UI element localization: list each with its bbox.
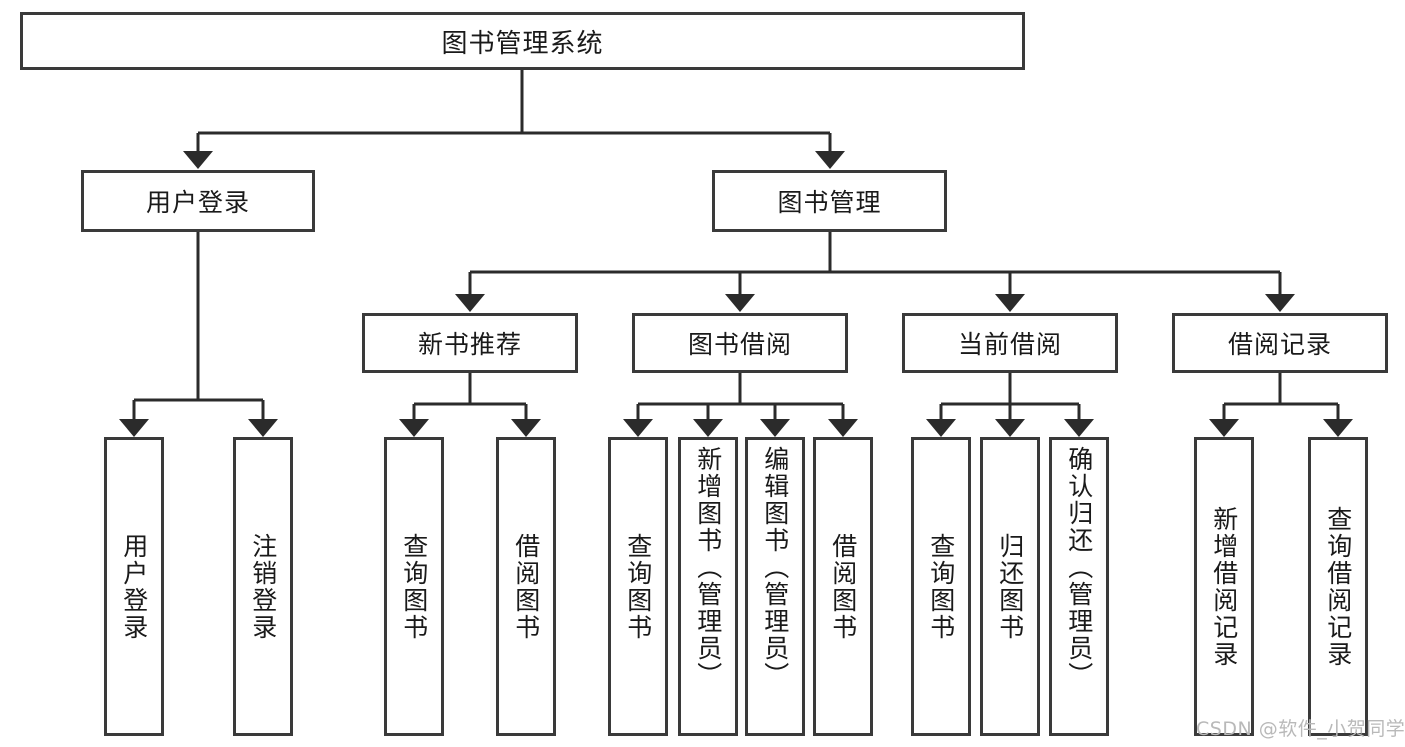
node-root-system[interactable]: 图书管理系统: [20, 12, 1025, 70]
node-label: 当前借阅: [957, 330, 1062, 359]
node-label: 借阅记录: [1227, 330, 1332, 359]
node-label: 图书借阅: [687, 330, 792, 359]
leaf-query-book-recommend[interactable]: 查询图书: [384, 437, 444, 736]
node-label: 用户登录: [119, 532, 149, 641]
node-label: 注销登录: [248, 532, 278, 641]
node-label: 用户登录: [145, 188, 250, 217]
node-new-book-recommend[interactable]: 新书推荐: [362, 313, 578, 373]
leaf-query-book-borrow[interactable]: 查询图书: [608, 437, 668, 736]
node-label: 查询图书: [926, 532, 956, 641]
csdn-watermark: CSDN @软件_小贺同学: [1196, 718, 1405, 740]
node-label: 借阅图书: [828, 532, 858, 641]
leaf-return-book[interactable]: 归还图书: [980, 437, 1040, 736]
node-label: 图书管理系统: [441, 28, 604, 59]
leaf-query-book-current[interactable]: 查询图书: [911, 437, 971, 736]
leaf-edit-book-admin[interactable]: 编辑图书（管理员）: [745, 437, 805, 736]
leaf-borrow-book[interactable]: 借阅图书: [813, 437, 873, 736]
node-label: 查询图书: [399, 532, 429, 641]
node-book-management[interactable]: 图书管理: [712, 170, 947, 232]
node-label: 查询图书: [623, 532, 653, 641]
leaf-add-borrow-record[interactable]: 新增借阅记录: [1194, 437, 1254, 736]
node-label: 编辑图书（管理员）: [760, 446, 790, 689]
leaf-borrow-book-recommend[interactable]: 借阅图书: [496, 437, 556, 736]
leaf-user-login[interactable]: 用户登录: [104, 437, 164, 736]
node-label: 新增借阅记录: [1209, 505, 1239, 668]
node-label: 确认归还（管理员）: [1064, 446, 1094, 689]
leaf-query-borrow-record[interactable]: 查询借阅记录: [1308, 437, 1368, 736]
leaf-confirm-return-admin[interactable]: 确认归还（管理员）: [1049, 437, 1109, 736]
node-borrow-record[interactable]: 借阅记录: [1172, 313, 1388, 373]
node-book-borrow[interactable]: 图书借阅: [632, 313, 848, 373]
node-label: 图书管理: [777, 188, 882, 217]
node-user-login[interactable]: 用户登录: [81, 170, 315, 232]
node-label: 新增图书（管理员）: [693, 446, 723, 689]
leaf-add-book-admin[interactable]: 新增图书（管理员）: [678, 437, 738, 736]
leaf-logout[interactable]: 注销登录: [233, 437, 293, 736]
node-label: 归还图书: [995, 532, 1025, 641]
node-label: 借阅图书: [511, 532, 541, 641]
node-label: 新书推荐: [417, 330, 522, 359]
node-current-borrow[interactable]: 当前借阅: [902, 313, 1118, 373]
node-label: 查询借阅记录: [1323, 505, 1353, 668]
